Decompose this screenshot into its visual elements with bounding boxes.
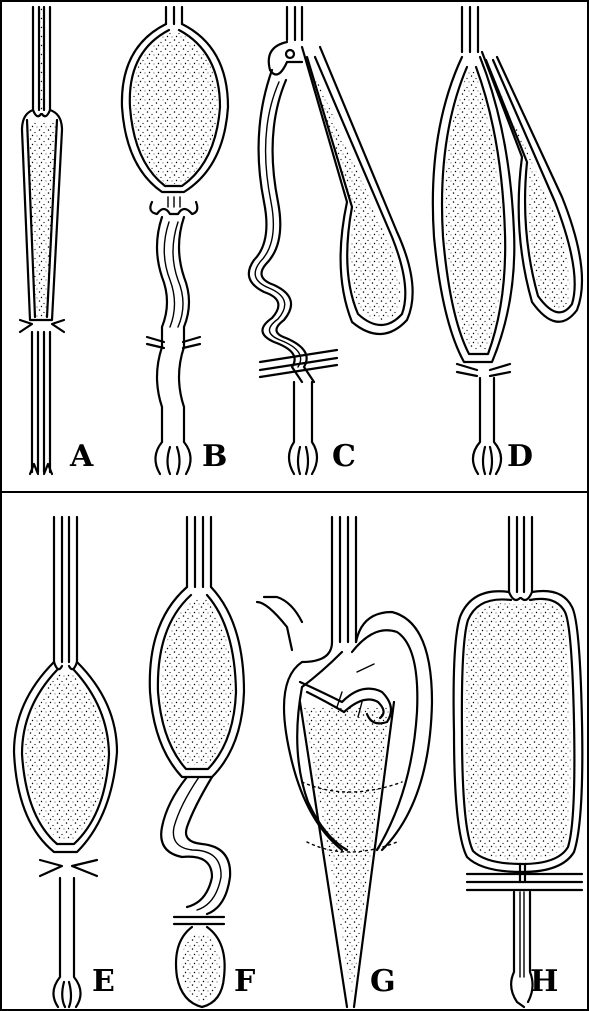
panel-label-c: C xyxy=(332,442,356,472)
panel-label-a: A xyxy=(70,442,93,472)
panel-e-structure xyxy=(14,517,117,1007)
panel-label-g: G xyxy=(370,967,396,997)
panel-c-structure xyxy=(249,7,413,474)
panel-b-structure xyxy=(122,7,228,474)
panel-f-structure xyxy=(150,517,244,1007)
panel-h-structure xyxy=(454,517,583,1007)
panel-label-f: F xyxy=(234,967,255,997)
panel-label-b: B xyxy=(202,442,227,472)
panel-label-h: H xyxy=(530,967,558,997)
panel-label-d: D xyxy=(507,442,533,472)
panel-a-structure xyxy=(20,7,64,474)
panel-d-structure xyxy=(433,7,582,474)
panel-g-structure xyxy=(257,517,432,1007)
panel-label-e: E xyxy=(92,967,115,997)
